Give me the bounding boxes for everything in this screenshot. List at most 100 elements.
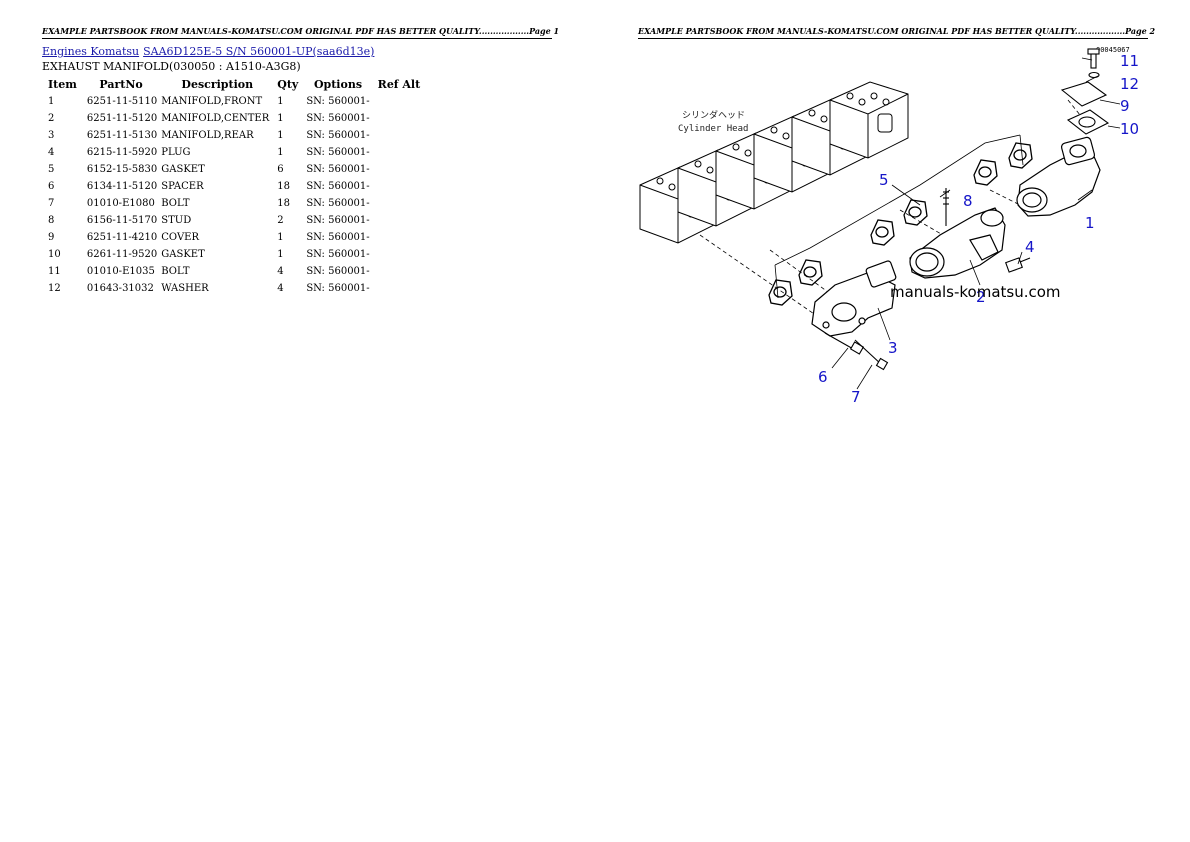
gasket-item bbox=[973, 159, 998, 186]
stud-illustration bbox=[943, 188, 949, 226]
breadcrumb-link-engines[interactable]: Engines Komatsu bbox=[42, 45, 140, 58]
page-1-header: EXAMPLE PARTSBOOK FROM MANUALS-KOMATSU.C… bbox=[42, 26, 559, 39]
cell-options: SN: 560001- bbox=[306, 198, 370, 209]
cylinder-head-label-jp: シリンダヘッド bbox=[682, 109, 745, 121]
cell-item: 11 bbox=[48, 266, 61, 277]
cell-options: SN: 560001- bbox=[306, 181, 370, 192]
cell-item: 9 bbox=[48, 232, 55, 243]
callout-8: 8 bbox=[963, 192, 973, 210]
diagram-ref-code: 00045067 bbox=[1096, 46, 1130, 54]
callout-3: 3 bbox=[888, 339, 898, 357]
callout-9: 9 bbox=[1120, 97, 1130, 115]
gasket-item bbox=[1008, 142, 1033, 169]
cell-options: SN: 560001- bbox=[306, 266, 370, 277]
cell-description: MANIFOLD,CENTER bbox=[161, 113, 270, 124]
spacer-bolt-illustration bbox=[824, 332, 889, 371]
cell-item: 6 bbox=[48, 181, 55, 192]
cell-description: BOLT bbox=[161, 266, 190, 277]
gasket-group-outline bbox=[774, 134, 1024, 299]
gasket-item bbox=[798, 259, 823, 286]
section-title: EXHAUST MANIFOLD(030050 : A1510-A3G8) bbox=[42, 60, 301, 73]
cell-options: SN: 560001- bbox=[306, 232, 370, 243]
cell-item: 8 bbox=[48, 215, 55, 226]
cell-qty: 1 bbox=[277, 147, 284, 158]
cell-item: 12 bbox=[48, 283, 61, 294]
callout-5: 5 bbox=[879, 171, 889, 189]
callout-1: 1 bbox=[1085, 214, 1095, 232]
cell-qty: 1 bbox=[277, 249, 284, 260]
cell-partno: 6261-11-9520 bbox=[86, 249, 158, 260]
cell-item: 4 bbox=[48, 147, 55, 158]
cell-refalt bbox=[374, 229, 425, 246]
callout-4: 4 bbox=[1025, 238, 1035, 256]
breadcrumb-link-model[interactable]: SAA6D125E-5 S/N 560001-UP(saa6d13e) bbox=[143, 45, 375, 58]
gasket-item bbox=[768, 279, 793, 306]
gasket-item bbox=[870, 219, 895, 246]
gasket-illustrations bbox=[768, 142, 1033, 306]
cell-partno: 6251-11-5120 bbox=[86, 113, 158, 124]
cell-refalt bbox=[374, 246, 425, 263]
callout-10: 10 bbox=[1120, 120, 1139, 138]
cylinder-head-illustration bbox=[639, 81, 909, 244]
cell-qty: 4 bbox=[277, 283, 284, 294]
col-header-item: Item bbox=[48, 78, 77, 91]
cell-description: COVER bbox=[161, 232, 199, 243]
manifold-front-illustration bbox=[1016, 136, 1101, 217]
parts-table-header: Item PartNo Description Qty Options Ref … bbox=[44, 76, 424, 93]
cell-options: SN: 560001- bbox=[306, 130, 370, 141]
manifold-rear-illustration bbox=[811, 260, 897, 337]
cell-description: BOLT bbox=[161, 198, 190, 209]
cell-item: 2 bbox=[48, 113, 55, 124]
cell-options: SN: 560001- bbox=[306, 249, 370, 260]
cell-qty: 18 bbox=[277, 181, 290, 192]
callout-2: 2 bbox=[976, 288, 986, 306]
cell-partno: 01643-31032 bbox=[86, 283, 154, 294]
cell-description: SPACER bbox=[161, 181, 204, 192]
col-header-qty: Qty bbox=[277, 78, 299, 91]
cell-qty: 2 bbox=[277, 215, 284, 226]
cell-partno: 6251-11-5110 bbox=[86, 96, 158, 107]
cell-qty: 6 bbox=[277, 164, 284, 175]
callout-6: 6 bbox=[818, 368, 828, 386]
cell-partno: 6251-11-4210 bbox=[86, 232, 158, 243]
cell-options: SN: 560001- bbox=[306, 283, 370, 294]
cell-refalt bbox=[374, 110, 425, 127]
cell-qty: 1 bbox=[277, 96, 284, 107]
cylinder-head-block bbox=[829, 81, 909, 159]
cell-options: SN: 560001- bbox=[306, 113, 370, 124]
cell-item: 3 bbox=[48, 130, 55, 141]
cell-options: SN: 560001- bbox=[306, 147, 370, 158]
callout-7: 7 bbox=[851, 388, 861, 406]
callout-12: 12 bbox=[1120, 75, 1139, 93]
gasket-item bbox=[903, 199, 928, 226]
exhaust-manifold-diagram: 00045067 シリンダヘッド Cylinder Head bbox=[639, 46, 1139, 406]
cell-qty: 1 bbox=[277, 232, 284, 243]
parts-table: Item PartNo Description Qty Options Ref … bbox=[44, 76, 424, 297]
cell-partno: 6134-11-5120 bbox=[86, 181, 158, 192]
callout-11: 11 bbox=[1120, 52, 1139, 70]
cell-refalt bbox=[374, 263, 425, 280]
callout-leader-lines bbox=[831, 57, 1121, 390]
cell-description: STUD bbox=[161, 215, 192, 226]
cell-options: SN: 560001- bbox=[306, 164, 370, 175]
col-header-partno: PartNo bbox=[99, 78, 143, 91]
cell-options: SN: 560001- bbox=[306, 96, 370, 107]
col-header-description: Description bbox=[181, 78, 254, 91]
cell-description: MANIFOLD,FRONT bbox=[161, 96, 263, 107]
cell-partno: 6215-11-5920 bbox=[86, 147, 158, 158]
plug-illustration bbox=[1005, 257, 1031, 273]
cell-description: GASKET bbox=[161, 249, 205, 260]
cell-qty: 1 bbox=[277, 113, 284, 124]
cell-item: 7 bbox=[48, 198, 55, 209]
